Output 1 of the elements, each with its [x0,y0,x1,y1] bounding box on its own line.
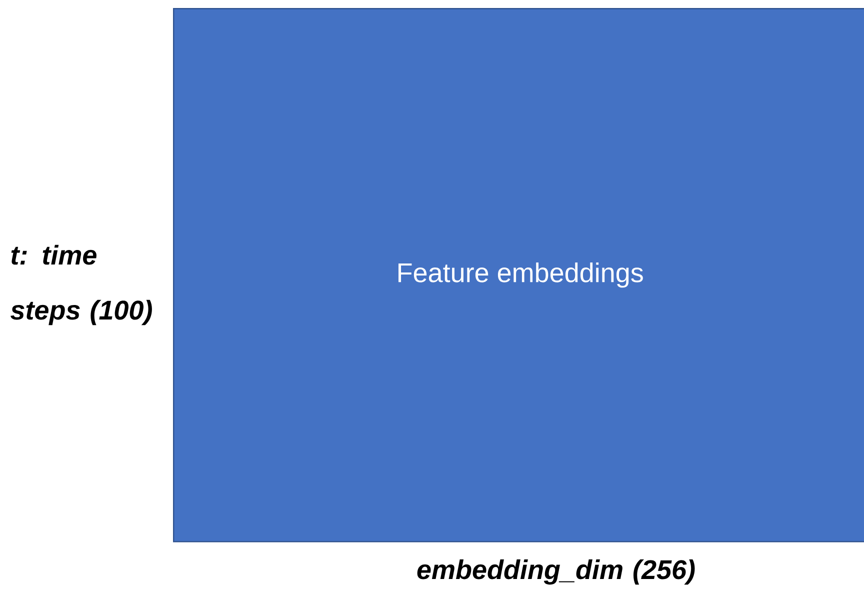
embedding-block: Feature embeddings [173,8,864,542]
